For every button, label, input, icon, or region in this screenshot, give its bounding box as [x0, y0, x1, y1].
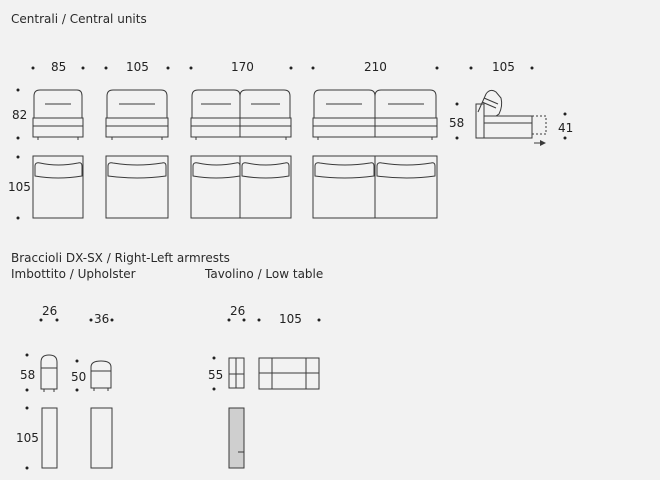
plan-view-170: [190, 155, 292, 219]
recliner-height-58: 58: [449, 116, 465, 130]
height-label-82: 82: [12, 108, 28, 122]
plan-view-85: [32, 155, 84, 219]
width-label-170: 170: [231, 60, 254, 74]
armrest-26-front: [40, 354, 58, 392]
recliner-height-41: 41: [558, 121, 574, 135]
armrest-height-50: 50: [71, 370, 87, 384]
armrest-width-26: 26: [42, 304, 58, 318]
table-width-105: 105: [279, 312, 302, 326]
front-view-105: [105, 89, 169, 140]
recliner-side-view: [475, 89, 547, 144]
plan-view-105: [105, 155, 169, 219]
width-label-210: 210: [364, 60, 387, 74]
front-view-210: [312, 89, 438, 140]
table-width-26: 26: [230, 304, 246, 318]
armrest-height-58: 58: [20, 368, 36, 382]
armrest-36-front: [90, 360, 112, 391]
plan-view-210: [312, 155, 438, 219]
armrest-depth-105: 105: [16, 431, 39, 445]
depth-label-105: 105: [8, 180, 31, 194]
table-height-55: 55: [208, 368, 224, 382]
front-view-85: [32, 89, 84, 140]
width-label-recliner-105: 105: [492, 60, 515, 74]
dimension-dots: [16, 66, 567, 470]
armrest-36-plan: [90, 407, 113, 469]
armrest-width-36: 36: [94, 312, 110, 326]
front-view-170: [190, 89, 292, 140]
armrest-26-plan: [41, 407, 58, 469]
section-title-central: Centrali / Central units: [11, 12, 147, 26]
section-title-low-table: Tavolino / Low table: [205, 267, 324, 281]
section-title-armrests: Braccioli DX-SX / Right-Left armrests: [11, 251, 230, 265]
width-label-85: 85: [51, 60, 67, 74]
low-table-plan: [228, 407, 245, 469]
low-table-front: [258, 357, 320, 390]
low-table-side: [228, 357, 245, 389]
section-title-upholster: Imbottito / Upholster: [11, 267, 136, 281]
width-label-105: 105: [126, 60, 149, 74]
